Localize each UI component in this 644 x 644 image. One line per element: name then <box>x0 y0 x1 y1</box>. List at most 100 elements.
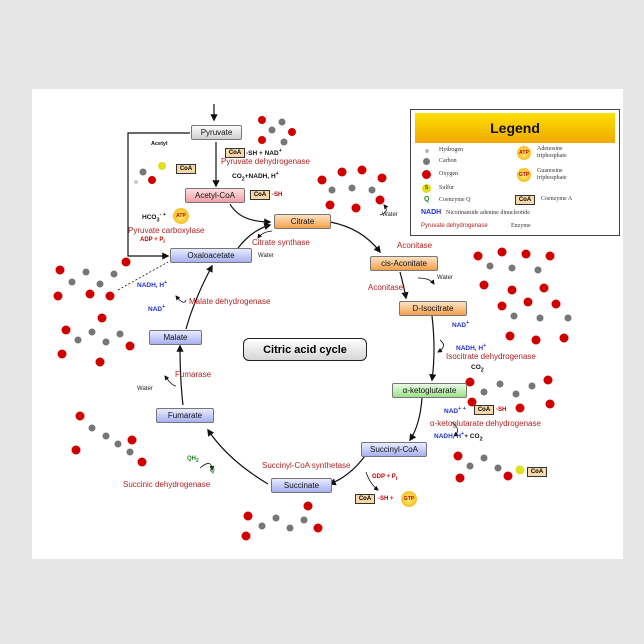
enzyme-aconitase-2: Aconitase <box>368 283 404 292</box>
legend-atp-desc-2: triphosphate <box>537 153 567 159</box>
node-oxaloacetate: Oxaloacetate <box>170 248 252 263</box>
legend-title: Legend <box>415 113 615 143</box>
oxygen-icon <box>422 170 431 179</box>
legend-enzyme-example: Pyruvate dehydrogenase <box>421 223 488 229</box>
enzyme-isocitrate-dehydrogenase: Isocitrate dehydrogenase <box>446 352 536 361</box>
malate-molecule <box>57 313 135 367</box>
malate-to-oxaloacetate-arrow <box>185 264 213 330</box>
coa-box-acetylcoa: CoA <box>250 190 270 200</box>
oxaloacetate-molecule <box>53 257 131 301</box>
acetyl-to-citrate-arrow <box>229 203 272 226</box>
enzyme-aconitase-1: Aconitase <box>397 241 433 250</box>
legend-enzyme-word: Enzyme <box>511 223 531 229</box>
pyruvate-molecule <box>258 116 296 146</box>
legend-panel: Legend Hydrogen Carbon Oxygen S Sulfur Q… <box>410 109 620 236</box>
legend-q-symbol: Q <box>424 196 430 203</box>
legend-atp-icon: ATP <box>517 146 531 160</box>
citrate-molecule <box>317 165 387 213</box>
legend-gtp-desc-2: triphosphate <box>537 175 567 181</box>
citrate-to-cisaconitate-arrow <box>329 221 381 254</box>
water-3: Water <box>437 275 453 281</box>
acetyl-molecule <box>134 162 166 184</box>
water-2: Water <box>382 212 398 218</box>
legend-coenzyme-q: Coenzyme Q <box>439 197 471 203</box>
legend-coa-desc: Coenzyme A <box>541 196 573 202</box>
q-label: Q <box>210 468 215 474</box>
succinate-molecule <box>241 501 323 541</box>
enzyme-akg-dehydrogenase: α-ketoglutarate dehydrogenase <box>430 419 541 428</box>
acetyl-label: Acetyl <box>151 141 168 147</box>
node-citrate: Citrate <box>274 214 331 229</box>
node-alpha-ketoglutarate: α-ketoglutarate <box>392 383 467 398</box>
acetylcoa-sh: -SH <box>272 192 283 198</box>
pdh-inputs: -SH + NAD+ <box>246 148 282 158</box>
carbon-icon <box>423 158 430 165</box>
isocitrate-to-akg-arrow <box>429 315 437 382</box>
nad-malate: NAD+ <box>148 304 166 314</box>
succinate-to-fumarate-arrow <box>207 428 269 485</box>
legend-hydrogen: Hydrogen <box>439 147 463 153</box>
legend-gtp-desc-1: Guanosine <box>537 168 563 174</box>
coa-box-succinyl-molecule: CoA <box>527 467 547 477</box>
coa-box-succinyl: CoA <box>355 494 375 504</box>
hco3-label: HCO3- + <box>142 212 166 224</box>
hydrogen-icon <box>425 149 429 153</box>
coa-box-akg: CoA <box>474 405 494 415</box>
succinyl-coa-molecule <box>453 451 525 483</box>
enzyme-pyruvate-carboxylase: Pyruvate carboxylase <box>128 226 205 235</box>
legend-gtp-icon: GTP <box>517 168 531 182</box>
node-succinyl-coa: Succinyl-CoA <box>361 442 427 457</box>
akg-sh: -SH <box>496 407 507 413</box>
succinyl-sh: -SH + <box>378 496 394 502</box>
enzyme-malate-dehydrogenase: Malate dehydrogenase <box>189 297 271 306</box>
enzyme-succinyl-coa-synthetase: Succinyl-CoA synthetase <box>262 461 351 470</box>
nad-akg: NAD+ + <box>444 406 466 416</box>
nad-isocitrate: NAD+ <box>452 320 470 330</box>
succinylcoa-to-succinate-arrow <box>328 455 366 486</box>
cis-aconitate-molecule <box>473 247 555 295</box>
oxaloacetate-to-citrate-arrow <box>237 223 272 249</box>
legend-oxygen: Oxygen <box>439 171 458 177</box>
diagram-title: Citric acid cycle <box>243 338 367 361</box>
nadh-h-isocitrate: NADH, H+ <box>456 343 487 353</box>
legend-sulfur: Sulfur <box>439 185 454 191</box>
enzyme-pyruvate-dehydrogenase: Pyruvate dehydrogenase <box>221 157 310 166</box>
node-fumarate: Fumarate <box>156 408 214 423</box>
nadh-h-malate: NADH, H+ <box>137 280 168 290</box>
atp-icon: ATP <box>173 208 189 224</box>
fumarate-molecule <box>71 411 147 467</box>
legend-carbon: Carbon <box>439 158 457 164</box>
pyruvate-carboxylase-arrow <box>127 132 190 260</box>
legend-atp-desc-1: Adenosine <box>537 146 563 152</box>
gtp-icon: GTP <box>401 491 417 507</box>
qh2-label: QH2 <box>187 456 199 465</box>
legend-nadh-symbol: NADH <box>421 209 442 216</box>
node-cis-aconitate: cis-Aconitate <box>370 256 438 271</box>
node-acetyl-coa: Acetyl-CoA <box>185 188 245 203</box>
node-succinate: Succinate <box>271 478 332 493</box>
coa-box-acetyl: CoA <box>176 164 196 174</box>
node-pyruvate: Pyruvate <box>191 125 242 140</box>
akg-to-succinylcoa-arrow <box>409 397 423 442</box>
coa-box-pdh: CoA <box>225 148 245 158</box>
sulfur-icon: S <box>422 184 431 193</box>
cisaconitate-to-isocitrate-arrow <box>399 271 409 300</box>
enzyme-fumarase: Fumarase <box>175 370 212 379</box>
water-4: Water <box>137 386 153 392</box>
node-d-isocitrate: D-Isocitrate <box>399 301 467 316</box>
co2-isocitrate: CO2 <box>471 364 484 374</box>
isocitrate-molecule <box>497 297 572 345</box>
pdh-outputs: CO2+NADH, H+ <box>232 171 279 183</box>
enzyme-citrate-synthase: Citrate synthase <box>252 238 310 247</box>
enzyme-succinic-dehydrogenase: Succinic dehydrogenase <box>123 480 211 489</box>
gdp-pi-label: GDP + Pi <box>372 474 398 483</box>
akg-molecule <box>465 375 555 413</box>
legend-coa-icon: CoA <box>515 195 535 205</box>
fumarate-to-malate-arrow <box>176 344 184 406</box>
adp-pi-label: ADP + Pi <box>140 237 165 246</box>
node-malate: Malate <box>149 330 202 345</box>
legend-nadh-desc: Nicotinamide adenine dinucleotide <box>446 210 530 216</box>
water-1: Water <box>258 253 274 259</box>
